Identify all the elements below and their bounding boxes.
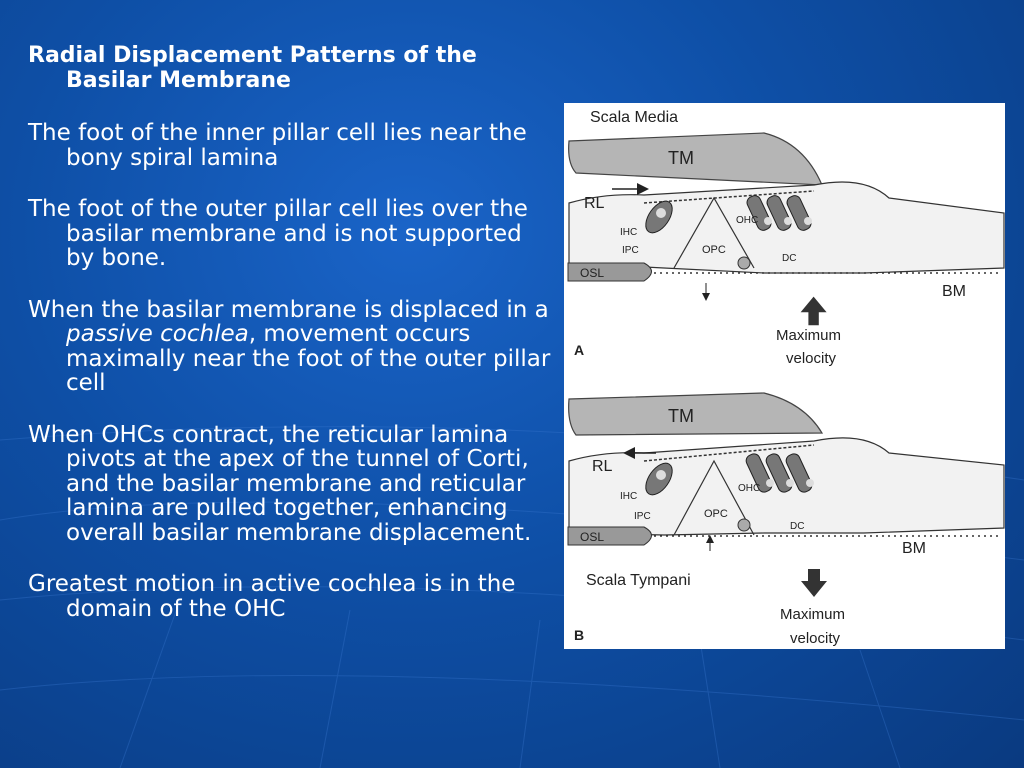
paragraph-passive-cochlea: When the basilar membrane is displaced i… — [28, 296, 556, 396]
label-osl-a: OSL — [580, 266, 604, 280]
paragraph-active-cochlea: Greatest motion in active cochlea is in … — [28, 571, 516, 622]
label-opc-a: OPC — [702, 244, 726, 256]
label-velocity-b: velocity — [790, 630, 841, 647]
dc-nucleus-b — [737, 518, 751, 532]
label-bm-a: BM — [942, 283, 966, 300]
figure-svg: Scala Media TM RL IHC IPC OPC — [567, 109, 1005, 647]
slide-text: Radial Displacement Patterns of the Basi… — [28, 43, 556, 648]
label-rl-a: RL — [584, 195, 605, 212]
label-ihc-b: IHC — [620, 491, 637, 502]
label-panel-b: B — [574, 627, 584, 643]
ihc-nucleus-b — [656, 470, 666, 480]
reticular-lamina-a — [643, 190, 815, 204]
tectorial-membrane-b — [568, 392, 824, 436]
dc-nucleus-a — [737, 256, 751, 270]
passive-text-after: , movement occurs maximally near the foo… — [66, 321, 551, 396]
ohc-group-b — [745, 453, 814, 493]
label-ihc-a: IHC — [620, 227, 637, 238]
label-bm-b: BM — [902, 540, 926, 557]
label-dc-b: DC — [790, 521, 804, 532]
label-maximum-a: Maximum — [776, 327, 841, 344]
slide-title: Radial Displacement Patterns of the Basi… — [28, 43, 477, 93]
passive-text-italic: passive cochlea — [66, 321, 249, 347]
label-ohc-b: OHC — [738, 483, 760, 494]
label-dc-a: DC — [782, 253, 796, 264]
label-ipc-a: IPC — [622, 245, 639, 256]
label-opc-b: OPC — [704, 508, 728, 520]
arrow-down-big-b — [801, 569, 827, 597]
label-panel-a: A — [574, 342, 584, 358]
label-scala-media: Scala Media — [590, 109, 678, 126]
osl-a — [567, 262, 652, 282]
reticular-lamina-b — [643, 444, 815, 462]
passive-text-before: When the basilar membrane is displaced i… — [28, 296, 549, 323]
label-osl-b: OSL — [580, 530, 604, 544]
ohc-group-a — [746, 195, 812, 231]
label-ohc-a: OHC — [736, 215, 758, 226]
arrow-up-big-a — [800, 296, 827, 326]
pillar-cells-a — [673, 196, 755, 269]
panel-a: Scala Media TM RL IHC IPC OPC — [567, 109, 1005, 367]
organ-of-corti-figure: Scala Media TM RL IHC IPC OPC — [564, 103, 1005, 649]
label-velocity-a: velocity — [786, 350, 837, 367]
pillar-cells-b — [673, 459, 755, 536]
paragraph-inner-pillar: The foot of the inner pillar cell lies n… — [28, 120, 527, 171]
osl-b — [567, 526, 652, 546]
tectorial-membrane-a — [568, 132, 823, 186]
label-tm-b: TM — [668, 406, 694, 426]
ihc-nucleus-a — [656, 208, 666, 218]
paragraph-outer-pillar: The foot of the outer pillar cell lies o… — [28, 196, 528, 271]
label-tm-a: TM — [668, 148, 694, 168]
panel-b: TM RL IHC IPC OPC OHC DC OSL — [567, 392, 1005, 647]
paragraph-ohc-contract: When OHCs contract, the reticular lamina… — [28, 421, 532, 546]
label-ipc-b: IPC — [634, 511, 651, 522]
label-maximum-b: Maximum — [780, 606, 845, 623]
label-rl-b: RL — [592, 458, 613, 475]
label-scala-tympani: Scala Tympani — [586, 572, 691, 589]
